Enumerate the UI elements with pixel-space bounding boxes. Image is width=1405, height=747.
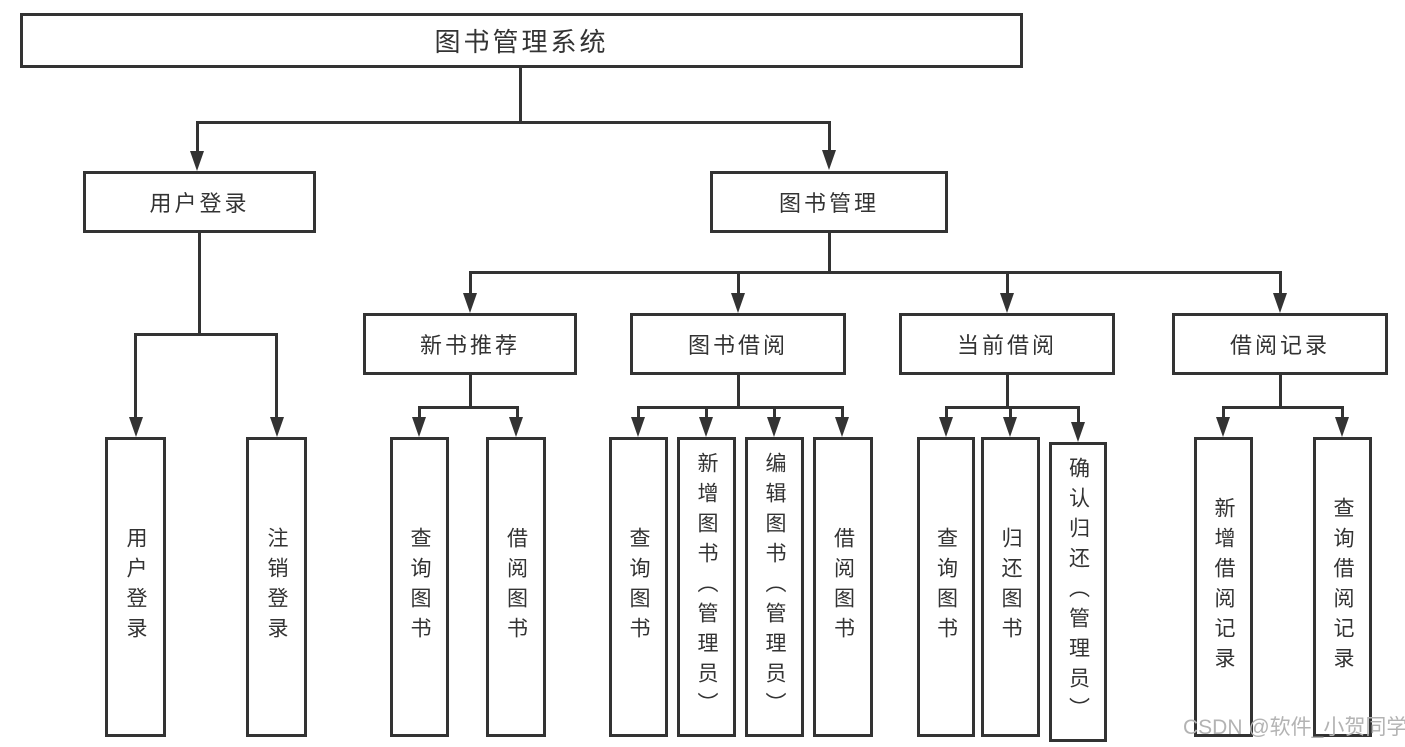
connector-line [469, 271, 472, 295]
arrow-down-icon [631, 417, 645, 437]
connector-line [637, 406, 844, 409]
arrow-down-icon [1216, 417, 1230, 437]
connector-line [418, 406, 421, 419]
node-label: 确认归还（管理员） [1066, 457, 1090, 727]
connector-line [418, 406, 519, 409]
connector-line [516, 406, 519, 419]
node-label: 新书推荐 [419, 333, 520, 358]
arrow-down-icon [509, 417, 523, 437]
arrow-down-icon [1273, 293, 1287, 313]
node-current-borrowing: 当前借阅 [899, 313, 1115, 375]
node-label: 当前借阅 [956, 333, 1057, 358]
arrow-down-icon [939, 417, 953, 437]
connector-line [841, 406, 844, 419]
leaf-user-login: 用户登录 [105, 437, 166, 737]
arrow-down-icon [1000, 293, 1014, 313]
leaf-query-books-borrow: 查询图书 [609, 437, 668, 737]
node-label: 用户登录 [124, 527, 148, 647]
connector-line [828, 233, 831, 274]
arrow-down-icon [731, 293, 745, 313]
arrow-down-icon [463, 293, 477, 313]
node-label: 查询图书 [408, 527, 432, 647]
connector-line [134, 333, 278, 336]
arrow-down-icon [767, 417, 781, 437]
connector-line [737, 375, 740, 408]
leaf-borrow-books: 借阅图书 [813, 437, 873, 737]
connector-line [1006, 375, 1009, 408]
leaf-query-borrow-record: 查询借阅记录 [1313, 437, 1372, 737]
arrow-down-icon [822, 150, 836, 170]
arrow-down-icon [1003, 417, 1017, 437]
arrow-down-icon [129, 417, 143, 437]
connector-line [1009, 406, 1012, 419]
connector-line [134, 333, 137, 419]
node-label: 图书管理 [778, 191, 879, 216]
connector-line [469, 271, 1282, 274]
node-label: 用户登录 [149, 191, 250, 216]
connector-line [637, 406, 640, 419]
node-borrowing-records: 借阅记录 [1172, 313, 1388, 375]
leaf-add-books-admin: 新增图书（管理员） [677, 437, 736, 737]
watermark: CSDN @软件_小贺同学 [1183, 716, 1405, 739]
node-user-login: 用户登录 [83, 171, 316, 233]
arrow-down-icon [1335, 417, 1349, 437]
connector-line [828, 121, 831, 153]
arrow-down-icon [270, 417, 284, 437]
arrow-down-icon [835, 417, 849, 437]
connector-line [1222, 406, 1344, 409]
connector-line [705, 406, 708, 419]
node-label: 归还图书 [999, 527, 1023, 647]
connector-line [945, 406, 1080, 409]
connector-line [1222, 406, 1225, 419]
leaf-query-books-current: 查询图书 [917, 437, 975, 737]
node-label: 查询图书 [934, 527, 958, 647]
connector-line [1279, 375, 1282, 408]
connector-line [773, 406, 776, 419]
leaf-add-borrow-record: 新增借阅记录 [1194, 437, 1253, 737]
connector-line [945, 406, 948, 419]
connector-line [469, 375, 472, 408]
node-label: 借阅图书 [504, 527, 528, 647]
node-label: 新增图书（管理员） [695, 452, 719, 722]
node-label: 编辑图书（管理员） [763, 452, 787, 722]
node-label: 图书管理系统 [434, 27, 609, 57]
connector-line [196, 121, 830, 124]
connector-line [196, 121, 199, 153]
node-label: 查询图书 [627, 527, 651, 647]
node-library-management-system: 图书管理系统 [20, 13, 1023, 68]
node-label: 新增借阅记录 [1212, 497, 1236, 677]
node-label: 借阅记录 [1229, 333, 1330, 358]
node-book-borrowing: 图书借阅 [630, 313, 846, 375]
leaf-confirm-return-admin: 确认归还（管理员） [1049, 442, 1107, 742]
leaf-borrow-books-recommend: 借阅图书 [486, 437, 546, 737]
connector-line [1279, 271, 1282, 295]
arrow-down-icon [190, 151, 204, 171]
connector-line [1341, 406, 1344, 419]
connector-line [1077, 406, 1080, 423]
connector-line [519, 68, 522, 122]
arrow-down-icon [412, 417, 426, 437]
node-label: 查询借阅记录 [1331, 497, 1355, 677]
leaf-query-books-recommend: 查询图书 [390, 437, 449, 737]
node-label: 借阅图书 [831, 527, 855, 647]
connector-line [737, 271, 740, 295]
leaf-return-books: 归还图书 [981, 437, 1040, 737]
connector-line [275, 333, 278, 419]
leaf-logout: 注销登录 [246, 437, 307, 737]
leaf-edit-books-admin: 编辑图书（管理员） [745, 437, 804, 737]
connector-line [198, 233, 201, 336]
connector-line [1006, 271, 1009, 295]
arrow-down-icon [699, 417, 713, 437]
arrow-down-icon [1071, 422, 1085, 442]
node-new-book-recommendation: 新书推荐 [363, 313, 577, 375]
node-label: 图书借阅 [687, 333, 788, 358]
node-book-management: 图书管理 [710, 171, 948, 233]
node-label: 注销登录 [265, 527, 289, 647]
